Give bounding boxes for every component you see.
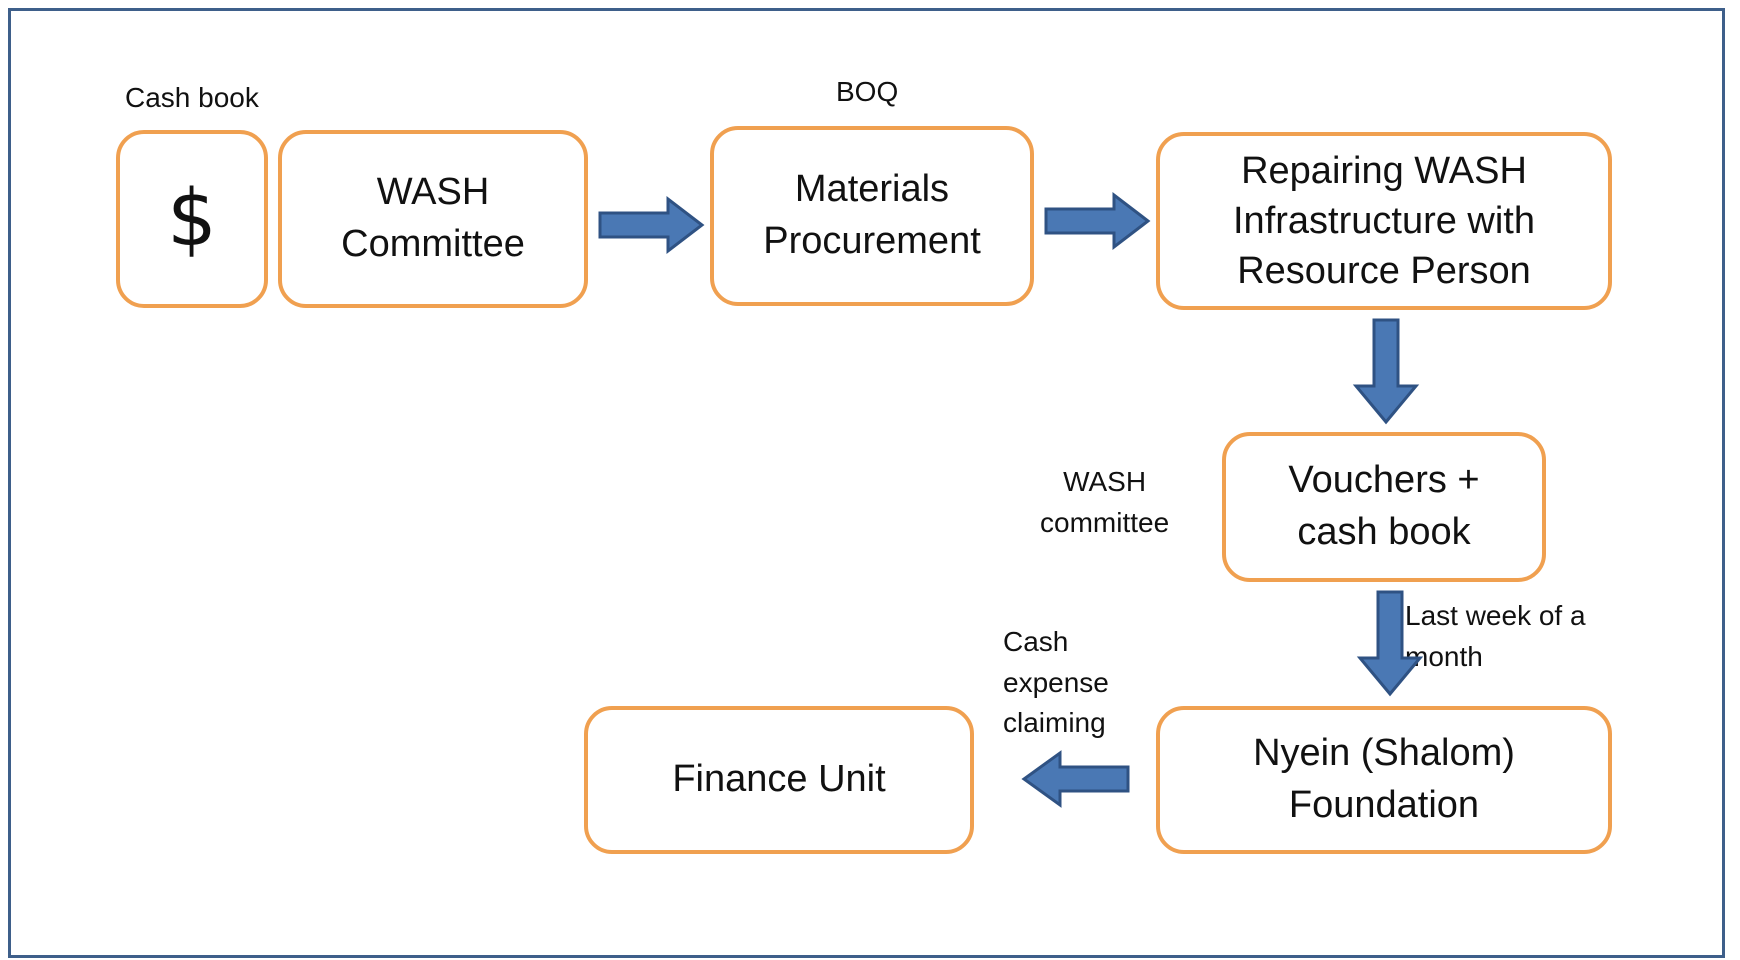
finance-unit-node: Finance Unit: [584, 706, 974, 854]
finance-unit-label: Finance Unit: [672, 758, 886, 801]
repairing-node: Repairing WASH Infrastructure with Resou…: [1156, 132, 1612, 310]
last-week-annotation: Last week of a month: [1405, 600, 1586, 672]
vouchers-label: Vouchers + cash book: [1288, 459, 1480, 553]
nyein-foundation-label: Nyein (Shalom) Foundation: [1253, 732, 1515, 826]
vouchers-node: Vouchers + cash book: [1222, 432, 1546, 582]
repairing-label: Repairing WASH Infrastructure with Resou…: [1233, 149, 1535, 293]
wash-committee-label: WASH Committee: [341, 171, 525, 265]
arrow-vouchers-to-nyein: [1356, 590, 1424, 697]
materials-procurement-label: Materials Procurement: [763, 168, 981, 262]
arrow-nyein-to-finance: [1021, 750, 1130, 808]
arrow-materials-to-repairing: [1044, 191, 1151, 251]
cash-expense-annotation: Cash expense claiming: [1003, 626, 1109, 739]
cash-book-annotation: Cash book: [125, 82, 259, 113]
materials-procurement-node: Materials Procurement: [710, 126, 1034, 306]
dollar-node: $: [116, 130, 268, 308]
nyein-foundation-node: Nyein (Shalom) Foundation: [1156, 706, 1612, 854]
dollar-sign: $: [167, 173, 217, 264]
wash-committee-node: WASH Committee: [278, 130, 588, 308]
wash-committee-annotation: WASH committee: [1040, 466, 1170, 538]
boq-annotation: BOQ: [836, 76, 899, 107]
arrow-repairing-to-vouchers: [1352, 318, 1420, 425]
arrow-wash-to-materials: [598, 195, 705, 255]
